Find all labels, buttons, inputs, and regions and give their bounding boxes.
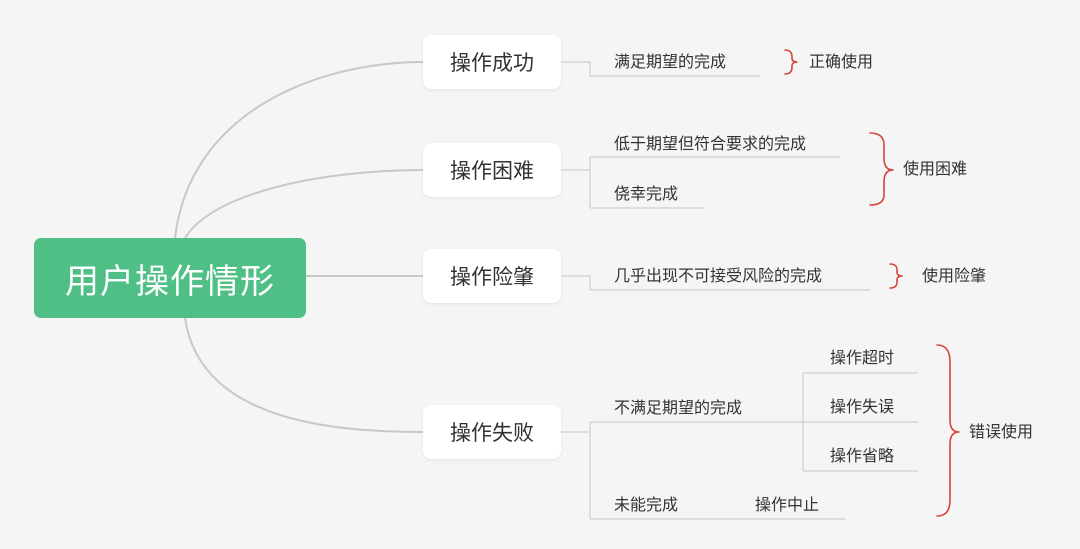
leaf-operation-omission: 操作省略 — [830, 446, 895, 465]
leaf-meets-expectation: 满足期望的完成 — [614, 52, 727, 71]
connector-failure-leaves — [561, 421, 845, 520]
leaf-not-meeting-expectation: 不满足期望的完成 — [614, 398, 743, 417]
leaf-operation-abort: 操作中止 — [755, 495, 820, 514]
connector-success-leaf — [561, 61, 760, 77]
connector-root-difficult — [184, 169, 424, 239]
leaf-operation-error: 操作失误 — [830, 397, 895, 416]
branch-operation-near-miss: 操作险肇 — [423, 249, 561, 303]
connector-root-success — [174, 61, 424, 239]
result-wrong-use: 错误使用 — [969, 422, 1034, 441]
branch-operation-failure: 操作失败 — [423, 405, 561, 459]
brace-nearmiss — [889, 263, 903, 289]
connector-failure-sub — [802, 372, 918, 472]
leaf-below-expectation: 低于期望但符合要求的完成 — [614, 134, 807, 153]
leaf-near-unacceptable-risk: 几乎出现不可接受风险的完成 — [614, 266, 823, 285]
root-node: 用户操作情形 — [34, 238, 306, 318]
brace-failure — [936, 344, 960, 517]
result-correct-use: 正确使用 — [809, 52, 874, 71]
result-use-near-miss: 使用险肇 — [922, 266, 987, 285]
branch-operation-difficult: 操作困难 — [423, 143, 561, 197]
leaf-not-completed: 未能完成 — [614, 495, 679, 514]
brace-difficult — [869, 132, 894, 206]
leaf-lucky-completion: 侥幸完成 — [614, 184, 679, 203]
connector-nearmiss-leaf — [561, 275, 870, 291]
connector-difficult-leaves — [561, 156, 840, 209]
brace-success — [784, 49, 798, 75]
connector-root-failure — [184, 317, 424, 433]
leaf-operation-timeout: 操作超时 — [830, 348, 895, 367]
result-use-difficulty: 使用困难 — [903, 159, 968, 178]
branch-operation-success: 操作成功 — [423, 35, 561, 89]
